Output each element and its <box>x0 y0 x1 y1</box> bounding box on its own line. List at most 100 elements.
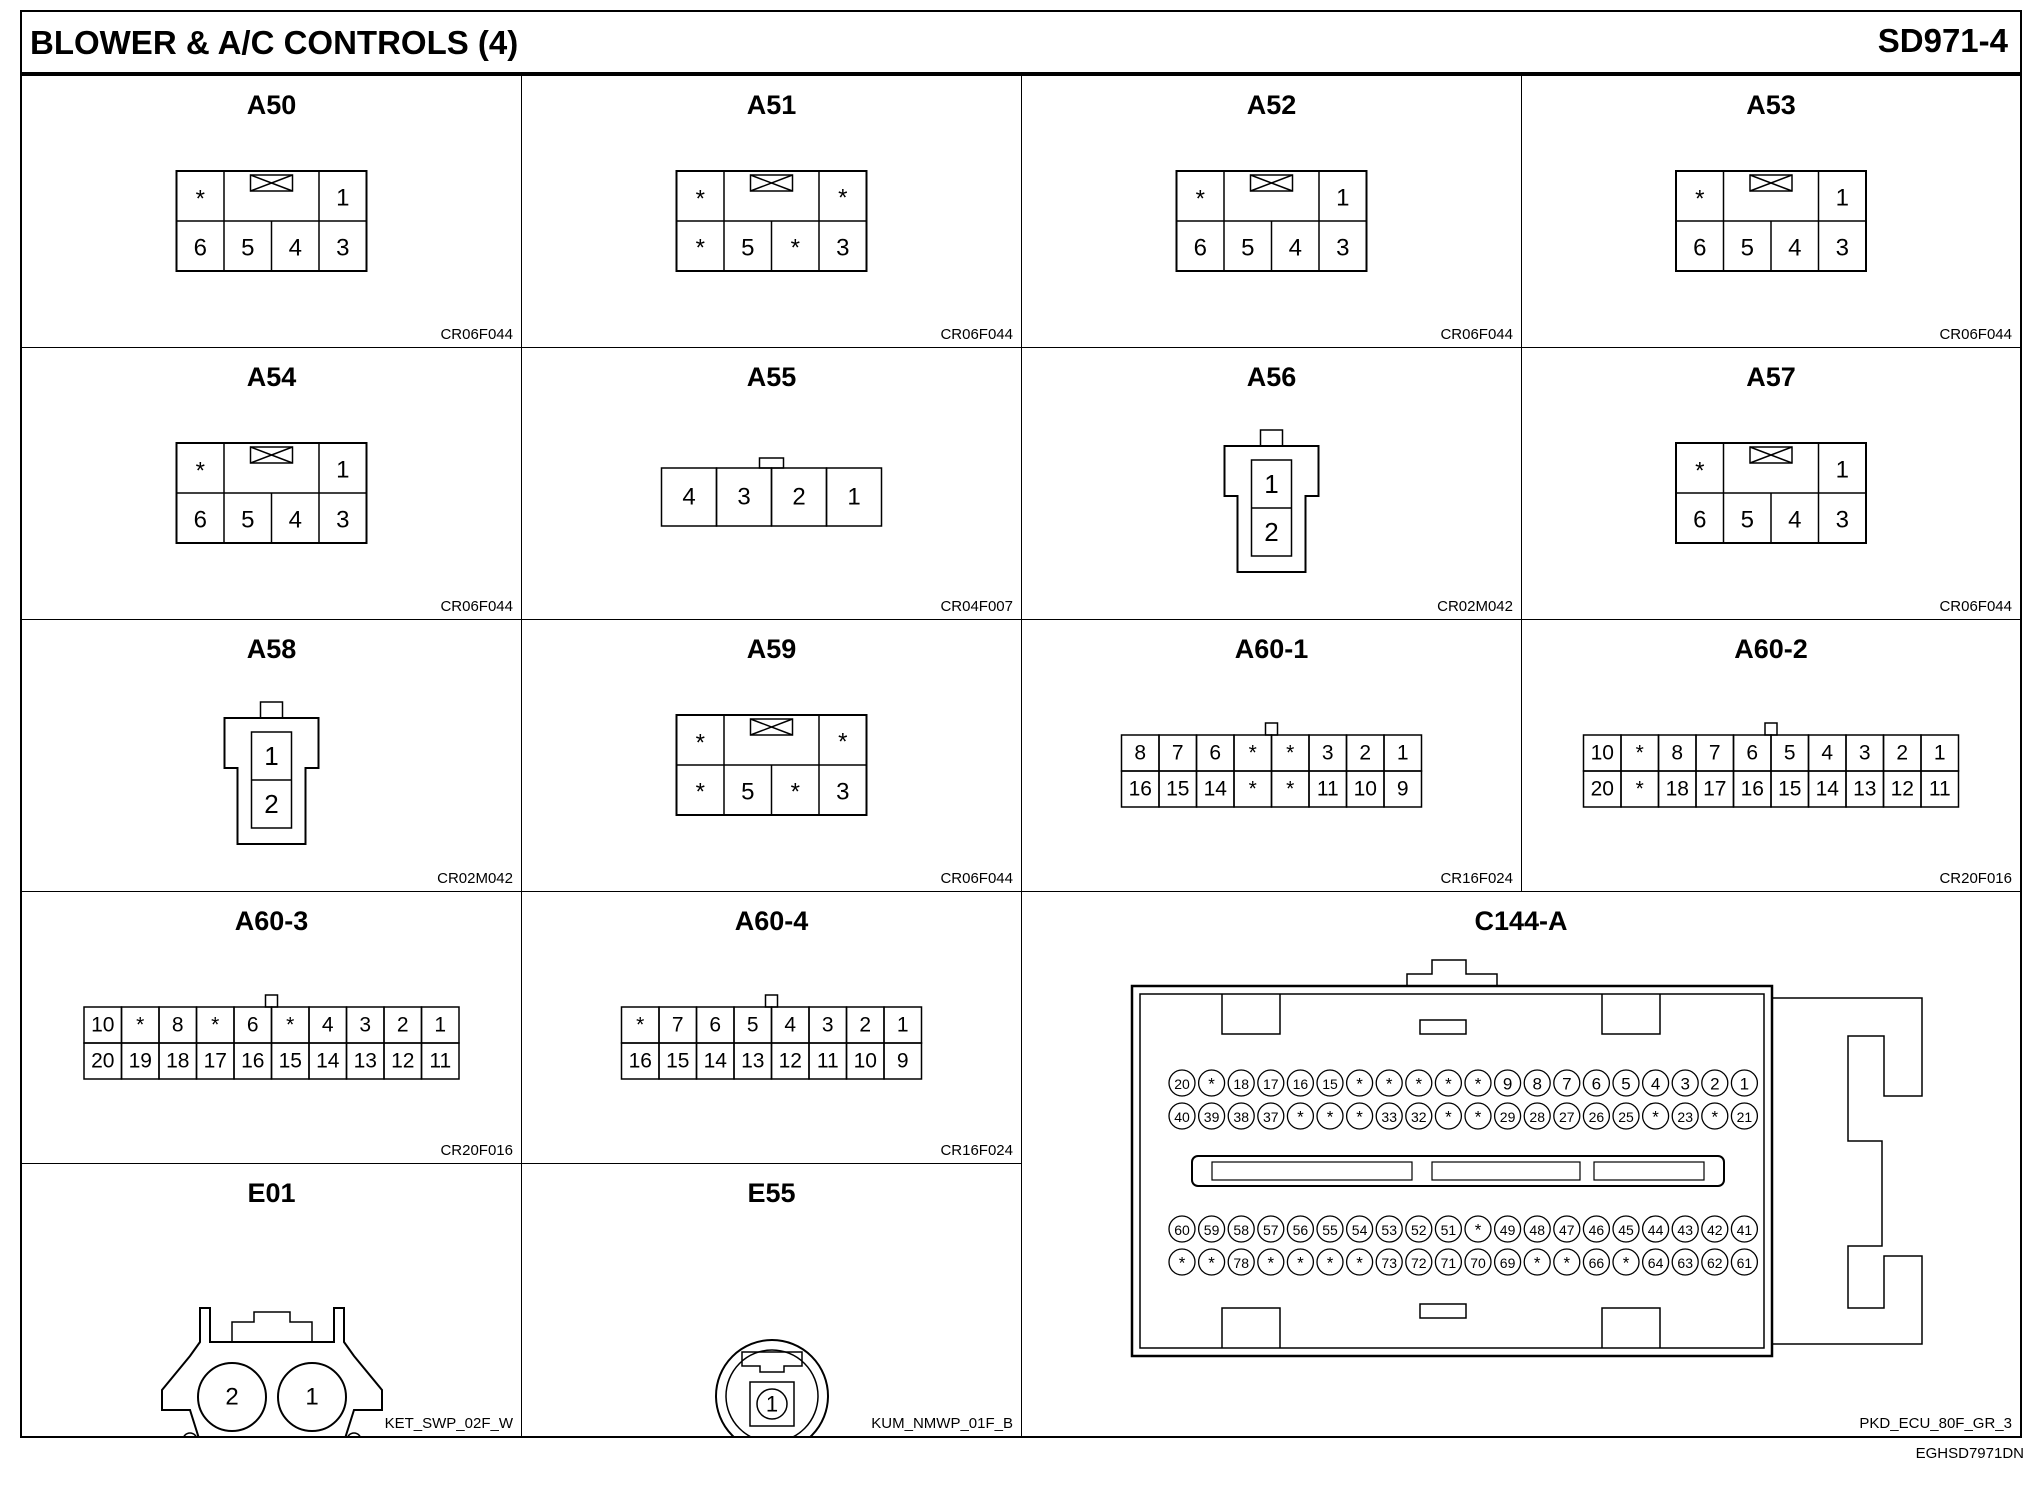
pin-label: * <box>696 235 705 262</box>
pin-label: * <box>1475 1221 1482 1240</box>
pin-label: 5 <box>747 1014 759 1037</box>
pin-cavity <box>1671 1248 1699 1276</box>
pin-cell <box>420 1042 460 1080</box>
pin-cell <box>1920 770 1960 808</box>
pin-label: 53 <box>1381 1222 1397 1238</box>
pin-label: 69 <box>1500 1255 1516 1271</box>
pin-label: * <box>1297 1254 1304 1273</box>
pin-label: 1 <box>1336 185 1349 212</box>
pin-label: 3 <box>737 484 750 511</box>
pin-label: 5 <box>1741 235 1754 262</box>
pin-label: * <box>136 1014 144 1037</box>
pin-label: 4 <box>1788 507 1801 534</box>
pin-cavity <box>1701 1102 1729 1130</box>
pin-label: * <box>1267 1254 1274 1273</box>
pin-label: 20 <box>91 1050 114 1073</box>
pin-label: 20 <box>1591 778 1614 801</box>
page-header: BLOWER & A/C CONTROLS (4) SD971-4 <box>22 12 2020 76</box>
pin-cavity <box>1405 1069 1433 1097</box>
pin-cavity <box>1671 1102 1699 1130</box>
pin-cavity <box>1434 1248 1463 1276</box>
pin-label: 73 <box>1381 1255 1397 1271</box>
pin-label: * <box>1623 1254 1630 1273</box>
pin-label: 3 <box>836 779 849 806</box>
pin-label: 16 <box>629 1050 652 1073</box>
pin-label: 6 <box>194 235 207 262</box>
pin-label: 2 <box>1264 517 1278 547</box>
pin-label: 60 <box>1174 1222 1190 1238</box>
latch-icon <box>749 718 794 736</box>
pin-label: * <box>1652 1108 1659 1127</box>
connector-body <box>1223 429 1320 573</box>
pin-label: 18 <box>1233 1076 1249 1092</box>
pin-label: 56 <box>1293 1222 1309 1238</box>
pin-label: 12 <box>391 1050 414 1073</box>
connector-name: A60-4 <box>734 906 809 936</box>
pin-label: 42 <box>1707 1222 1723 1238</box>
pin-label: * <box>696 779 705 806</box>
pin-label: * <box>1356 1254 1363 1273</box>
pin-label: 32 <box>1411 1109 1427 1125</box>
pin-label: 17 <box>1703 778 1726 801</box>
pin-label: 3 <box>1836 235 1849 262</box>
pin-label: 4 <box>322 1014 334 1037</box>
pin-label: 27 <box>1559 1109 1575 1125</box>
pin-label: 3 <box>822 1014 834 1037</box>
pin-cavity <box>1464 1215 1492 1243</box>
pin-label: 3 <box>1836 507 1849 534</box>
key-tab <box>264 994 279 1008</box>
pin-label: * <box>838 185 847 212</box>
pin-label: 6 <box>1592 1075 1601 1094</box>
pin-label: 37 <box>1263 1109 1279 1125</box>
pin-label: 18 <box>1666 778 1689 801</box>
pin-label: * <box>286 1014 294 1037</box>
pin-label: 14 <box>1204 778 1228 801</box>
pin-cavity <box>1168 1215 1196 1243</box>
pin-label: 6 <box>709 1014 721 1037</box>
pin-cavity <box>1286 1102 1315 1130</box>
pin-cavity <box>1257 1215 1285 1243</box>
connector-name: A60-3 <box>234 906 309 936</box>
pin-cavity <box>1197 1102 1226 1130</box>
pin-cavity <box>1345 1102 1374 1130</box>
pin-cavity <box>1671 1069 1699 1097</box>
pin-label: * <box>1636 778 1644 801</box>
pin-label: 7 <box>672 1014 684 1037</box>
pin-label: 3 <box>836 235 849 262</box>
pin-label: 15 <box>1166 778 1189 801</box>
pin-cavity <box>1197 1248 1226 1276</box>
key-tab <box>1764 722 1778 736</box>
latch-icon <box>1749 446 1793 464</box>
pin-cavity <box>1316 1215 1344 1243</box>
pin-cavity <box>1464 1069 1492 1097</box>
pin-cavity <box>1345 1248 1374 1276</box>
pin-label: 66 <box>1589 1255 1605 1271</box>
pin-label: 16 <box>1129 778 1152 801</box>
connector-name: A56 <box>1246 362 1297 392</box>
pin-cavity <box>1405 1102 1433 1130</box>
connector-name: A57 <box>1746 362 1796 392</box>
pin-label: 5 <box>1621 1075 1630 1094</box>
pin-cavity <box>1493 1102 1522 1130</box>
connector-name: C144-A <box>1474 906 1568 936</box>
pin-cavity <box>1730 1215 1759 1243</box>
pin-label: 55 <box>1322 1222 1338 1238</box>
connector-name: A50 <box>246 90 297 120</box>
pin-cavity <box>1523 1102 1551 1130</box>
pin-label: 4 <box>682 484 695 511</box>
pin-label: * <box>1179 1254 1186 1273</box>
connector-body <box>715 1339 829 1436</box>
connector-drawing: ***5*3 <box>675 714 868 816</box>
pin-label: 1 <box>264 741 278 771</box>
connector-name: A59 <box>746 634 797 664</box>
pin-cavity <box>1612 1102 1640 1130</box>
